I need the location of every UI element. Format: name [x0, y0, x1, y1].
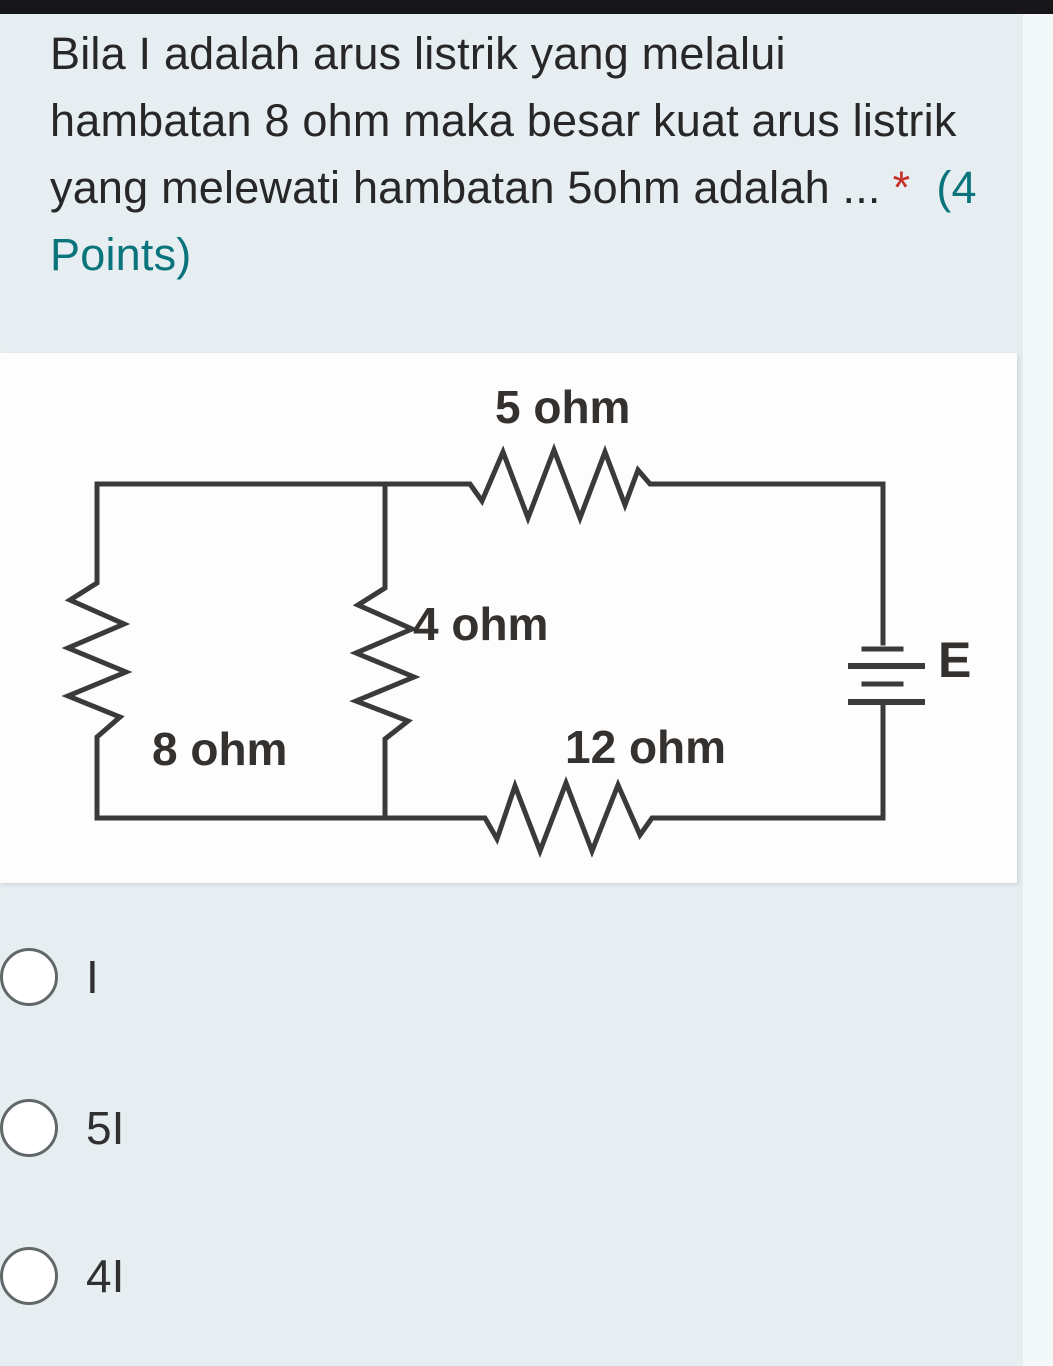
radio-button[interactable]: [0, 948, 58, 1006]
option-label[interactable]: 5I: [86, 1101, 125, 1154]
circuit-diagram: 5 ohm 4 ohm 8 ohm 12 ohm E: [61, 381, 971, 858]
question-block: Bila I adalah arus listrik yang melalui …: [50, 20, 982, 288]
question-image-panel: 5 ohm 4 ohm 8 ohm 12 ohm E: [0, 353, 1017, 883]
option-row[interactable]: 4I: [0, 1247, 700, 1309]
option-row[interactable]: I: [0, 948, 700, 1010]
radio-button[interactable]: [0, 1247, 58, 1305]
middle-wire-resistor: [349, 481, 421, 821]
option-label[interactable]: 4I: [86, 1249, 125, 1302]
top-bar: [0, 0, 1053, 14]
resistor-label-8ohm: 8 ohm: [152, 723, 287, 775]
top-wire-resistor: [94, 442, 886, 526]
option-row[interactable]: 5I: [0, 1099, 700, 1161]
question-text: Bila I adalah arus listrik yang melalui …: [50, 28, 957, 213]
battery-symbol: [848, 481, 925, 821]
required-asterisk: *: [892, 162, 911, 213]
resistor-label-5ohm: 5 ohm: [495, 381, 630, 433]
resistor-label-4ohm: 4 ohm: [413, 598, 548, 650]
resistor-label-12ohm: 12 ohm: [565, 721, 726, 773]
radio-button[interactable]: [0, 1099, 58, 1157]
battery-label: E: [938, 632, 971, 688]
option-label[interactable]: I: [86, 950, 99, 1003]
left-wire-resistor: [61, 481, 133, 821]
bottom-wire-resistor: [94, 775, 886, 858]
points-label: (4 Points): [50, 162, 977, 280]
scrollbar-gutter: [1023, 14, 1053, 1366]
